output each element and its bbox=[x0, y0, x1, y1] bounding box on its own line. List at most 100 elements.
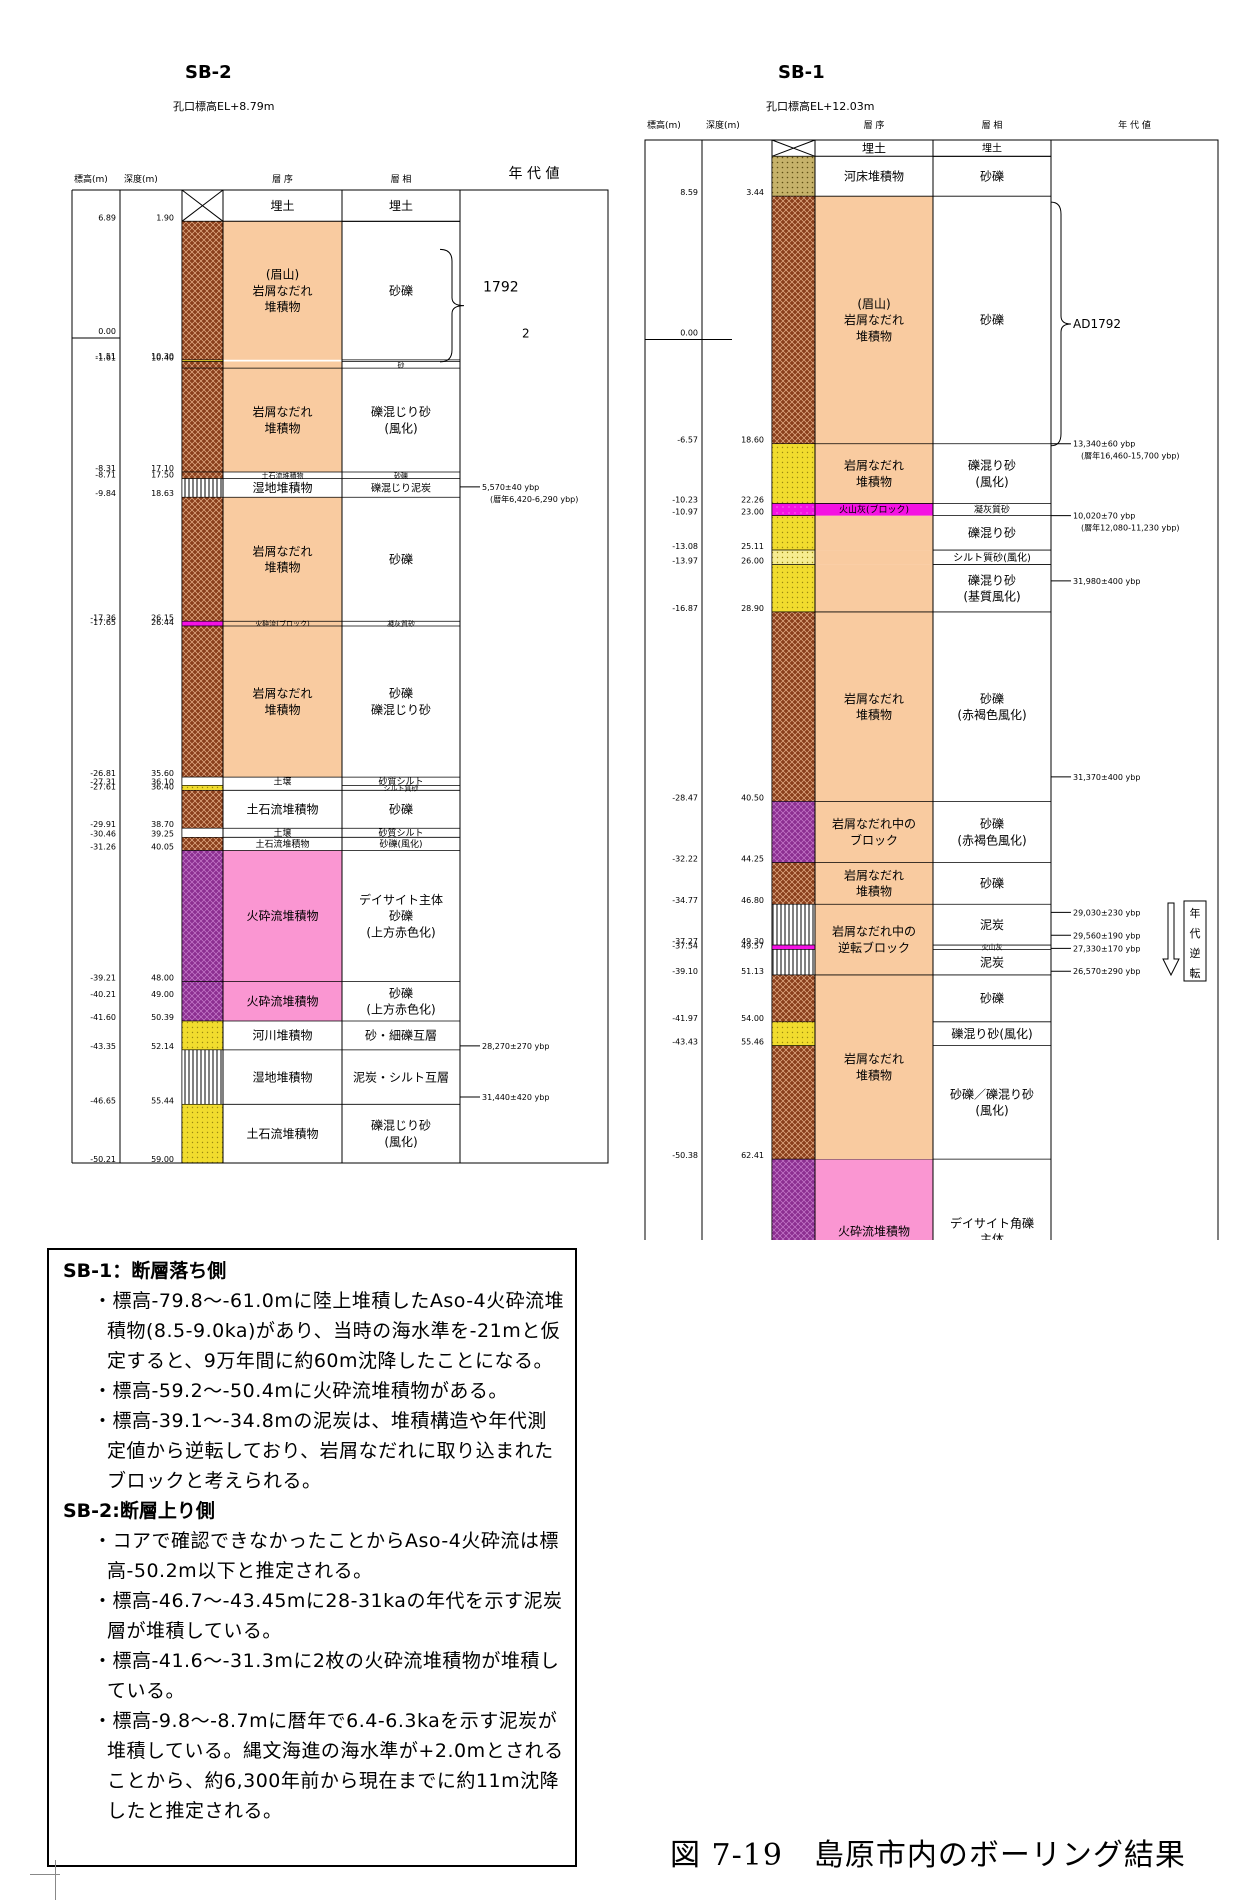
elevation-tick: -27.61 bbox=[90, 782, 116, 791]
layer-column-brown bbox=[181, 361, 224, 369]
layer-facies-label: 砂礫 bbox=[980, 691, 1004, 706]
layer-column-purple bbox=[771, 801, 816, 863]
layer-column-white bbox=[181, 776, 224, 786]
layer-column-yellow bbox=[181, 1020, 224, 1051]
layer-order-label: 岩屑なだれ中の bbox=[832, 816, 916, 831]
layer-facies-label: 砂礫 bbox=[389, 283, 413, 298]
layer-facies-label: 礫混じり砂 bbox=[371, 1118, 431, 1133]
layer-facies-label: 砂 bbox=[398, 360, 405, 369]
age-brace bbox=[439, 248, 465, 363]
layer-facies-label: (風化) bbox=[975, 475, 1008, 489]
layer-facies-label: 砂礫 bbox=[389, 985, 413, 1000]
layer-facies-label: 礫混じり砂 bbox=[371, 702, 431, 717]
sb1-title: SB-1 bbox=[778, 62, 825, 83]
layer-facies-label: (上方赤色化) bbox=[366, 1002, 435, 1017]
layer-order-cell bbox=[223, 472, 342, 479]
depth-tick: 17.10 bbox=[151, 464, 174, 473]
depth-tick: 10.40 bbox=[151, 354, 174, 363]
layer-facies-label: 凝灰質砂 bbox=[974, 504, 1010, 516]
elevation-tick: -46.65 bbox=[90, 1096, 116, 1105]
layer-order-cell bbox=[815, 564, 933, 612]
layer-column-yellow bbox=[771, 564, 816, 613]
layer-facies-label: シルト質砂(風化) bbox=[953, 551, 1031, 564]
header-elev: 標高(m) bbox=[647, 119, 681, 131]
depth-tick: 52.14 bbox=[151, 1042, 174, 1051]
layer-order-cell bbox=[223, 361, 342, 369]
depth-tick: 54.00 bbox=[741, 1014, 764, 1023]
layer-column-brown bbox=[181, 471, 224, 479]
depth-tick: 35.60 bbox=[151, 769, 174, 778]
corner-mark bbox=[30, 1874, 60, 1895]
layer-order-cell bbox=[223, 981, 342, 1022]
layer-column-brown bbox=[181, 496, 224, 622]
layer-order-label: 土石流堆積物 bbox=[246, 801, 318, 816]
depth-tick: 26.00 bbox=[741, 557, 764, 566]
age-calendar: (暦年6,420-6,290 ybp) bbox=[490, 494, 578, 504]
layer-column-brown bbox=[771, 195, 816, 445]
fill-cross bbox=[771, 139, 816, 157]
depth-tick: 55.46 bbox=[741, 1038, 764, 1047]
layer-facies-label: (風化) bbox=[384, 1135, 417, 1149]
header-age: 年 代 値 bbox=[509, 166, 560, 182]
layer-column-purple bbox=[771, 1158, 816, 1240]
elevation-tick: -30.46 bbox=[90, 829, 116, 838]
age-value: 5,570±40 ybp bbox=[482, 483, 539, 492]
elevation-tick: -17.36 bbox=[90, 613, 116, 622]
reverse-label: 転 bbox=[1190, 967, 1201, 980]
merged-order-cell bbox=[815, 904, 933, 975]
elevation-tick: 0.00 bbox=[98, 327, 116, 336]
layer-column-brown bbox=[181, 221, 224, 361]
depth-tick: 44.25 bbox=[741, 855, 764, 864]
notes-box: SB-1：断層落ち側 ・標高-79.8～-61.0mに陸上堆積したAso-4火砕… bbox=[47, 1248, 577, 1867]
layer-order-label: 堆積物 bbox=[264, 702, 300, 717]
depth-tick: 59.00 bbox=[151, 1155, 174, 1164]
layer-column-brown bbox=[771, 1045, 816, 1160]
layer-order-label: 岩屑なだれ bbox=[844, 868, 904, 883]
layer-order-label: ブロック bbox=[850, 832, 898, 847]
sb2-group: SB-2孔口標高EL+8.79m標高(m)深度(m)層 序層 相年 代 値埋土埋… bbox=[71, 62, 609, 1164]
layer-order-cell bbox=[223, 359, 342, 362]
elevation-tick: -1.51 bbox=[95, 352, 116, 361]
layer-facies-label: 礫混じり砂 bbox=[371, 404, 431, 419]
depth-tick: 49.57 bbox=[741, 941, 764, 950]
depth-tick: 36.10 bbox=[151, 777, 174, 786]
age-value: 29,560±190 ybp bbox=[1073, 931, 1140, 940]
layer-facies-label: 礫混り砂 bbox=[968, 458, 1016, 473]
layer-facies-label: 砂・細礫互層 bbox=[365, 1028, 437, 1043]
layer-facies-label: 砂礫 bbox=[980, 816, 1004, 831]
layer-facies-label: 砂質シルト bbox=[378, 827, 423, 839]
depth-tick: 36.40 bbox=[151, 782, 174, 791]
layer-facies-label: 砂礫 bbox=[389, 801, 413, 816]
sb1-group: SB-1孔口標高EL+12.03m標高(m)深度(m)層 序層 相年 代 値埋土… bbox=[644, 62, 1219, 1240]
layer-column-white bbox=[181, 827, 224, 838]
elevation-tick: -26.81 bbox=[90, 769, 116, 778]
layer-order-cell bbox=[223, 785, 342, 791]
note-item: ・標高-39.1～-34.8mの泥炭は、堆積構造や年代測定値から逆転しており、岩… bbox=[93, 1410, 554, 1492]
elevation-tick: -29.91 bbox=[90, 820, 116, 829]
layer-order-label: 火砕流堆積物 bbox=[246, 994, 318, 1009]
layer-order-label: 火砕流堆積物 bbox=[838, 1224, 910, 1239]
elevation-tick: -41.97 bbox=[672, 1014, 698, 1023]
depth-tick: 50.39 bbox=[151, 1013, 174, 1022]
depth-tick: 48.00 bbox=[151, 974, 174, 983]
header-order: 層 序 bbox=[864, 119, 885, 131]
note-item: ・コアで確認できなかったことからAso-4火砕流は標高-50.2m以下と推定され… bbox=[93, 1530, 559, 1582]
layer-column-brown bbox=[181, 625, 224, 778]
age-value: 31,440±420 ybp bbox=[482, 1093, 549, 1102]
sb2-brace-label2: 2 bbox=[522, 327, 530, 341]
fill-cross bbox=[181, 189, 224, 222]
layer-order-label: (眉山) bbox=[857, 297, 890, 311]
reverse-box bbox=[1183, 900, 1207, 982]
reverse-label: 年 bbox=[1190, 906, 1201, 920]
note-item: ・標高-41.6～-31.3mに2枚の火砕流堆積物が堆積している。 bbox=[93, 1650, 560, 1702]
layer-order-cell bbox=[815, 862, 933, 905]
layer-facies-label: 泥炭 bbox=[980, 918, 1004, 932]
layer-order-label: 堆積物 bbox=[264, 420, 300, 435]
layer-order-cell bbox=[815, 515, 933, 551]
layer-facies-label: 埋土 bbox=[389, 199, 413, 213]
elevation-tick: -28.47 bbox=[672, 793, 698, 802]
elevation-tick: -31.26 bbox=[90, 842, 116, 851]
depth-tick: 23.00 bbox=[741, 508, 764, 517]
elevation-tick: -39.21 bbox=[90, 974, 116, 983]
